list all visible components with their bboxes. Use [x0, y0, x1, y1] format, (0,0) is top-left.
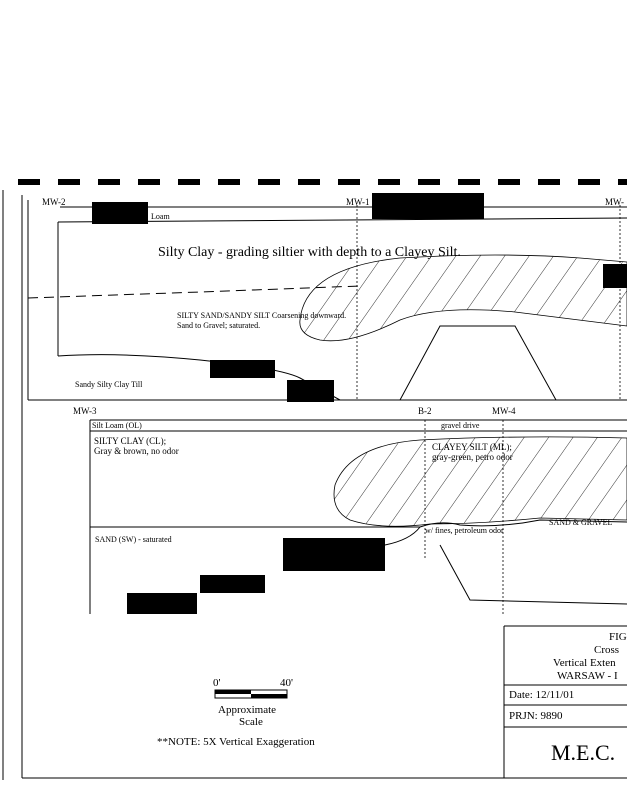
title-block-date: Date: 12/11/01 — [509, 689, 574, 701]
title-block-company: M.E.C. — [551, 740, 615, 765]
title-block-prj: PRJN: 9890 — [509, 710, 563, 722]
lower-well-b2-label: B-2 — [418, 406, 432, 416]
scale-label-2: Scale — [239, 716, 263, 728]
lower-clayey-silt-label-2: gray-green, petro odor — [432, 452, 513, 462]
title-block-line4: WARSAW - I — [557, 670, 618, 682]
lower-cross-section — [89, 419, 627, 614]
upper-well-mw2-label: MW-2 — [42, 197, 66, 207]
lower-silty-clay-label-2: Gray & brown, no odor — [94, 446, 179, 456]
lower-well-mw3-label: MW-3 — [73, 406, 97, 416]
page-frame — [2, 190, 627, 780]
upper-loam-label: Loam — [151, 212, 170, 221]
vertical-exaggeration-note: **NOTE: 5X Vertical Exaggeration — [157, 736, 315, 748]
upper-cross-section — [27, 193, 627, 402]
title-block — [503, 625, 627, 778]
scale-label-1: Approximate — [218, 704, 276, 716]
lower-sand-gravel-label: SAND & GRAVEL — [549, 518, 613, 527]
scale-start-label: 0' — [213, 677, 221, 689]
upper-silty-clay-label: Silty Clay - grading siltier with depth … — [158, 245, 461, 260]
lower-sand-label: SAND (SW) - saturated — [95, 535, 172, 544]
scale-bar — [214, 689, 288, 699]
lower-fines-note: w/ fines, petroleum odor — [425, 526, 504, 535]
upper-till-label: Sandy Silty Clay Till — [75, 380, 143, 389]
lower-silt-loam-label: Silt Loam (OL) — [92, 421, 142, 430]
title-block-line2: Cross — [594, 644, 619, 656]
silty-zone-hatch — [299, 254, 627, 342]
upper-well-mw1-label: MW-1 — [346, 197, 370, 207]
upper-silty-sand-label-1: SILTY SAND/SANDY SILT Coarsening downwar… — [177, 311, 346, 320]
scale-end-label: 40' — [280, 677, 293, 689]
title-block-fig: FIG — [609, 631, 627, 643]
title-block-line3: Vertical Exten — [553, 657, 616, 669]
upper-silty-sand-label-2: Sand to Gravel; saturated. — [177, 321, 260, 330]
lower-clayey-silt-label-1: CLAYEY SILT (ML); — [432, 442, 512, 452]
lower-gravel-drive-label: gravel drive — [441, 421, 480, 430]
lower-well-mw4-label: MW-4 — [492, 406, 516, 416]
lower-silty-clay-label-1: SILTY CLAY (CL); — [94, 436, 166, 446]
clayey-silt-hatch — [333, 436, 627, 527]
upper-well-mw-label: MW- — [605, 197, 624, 207]
